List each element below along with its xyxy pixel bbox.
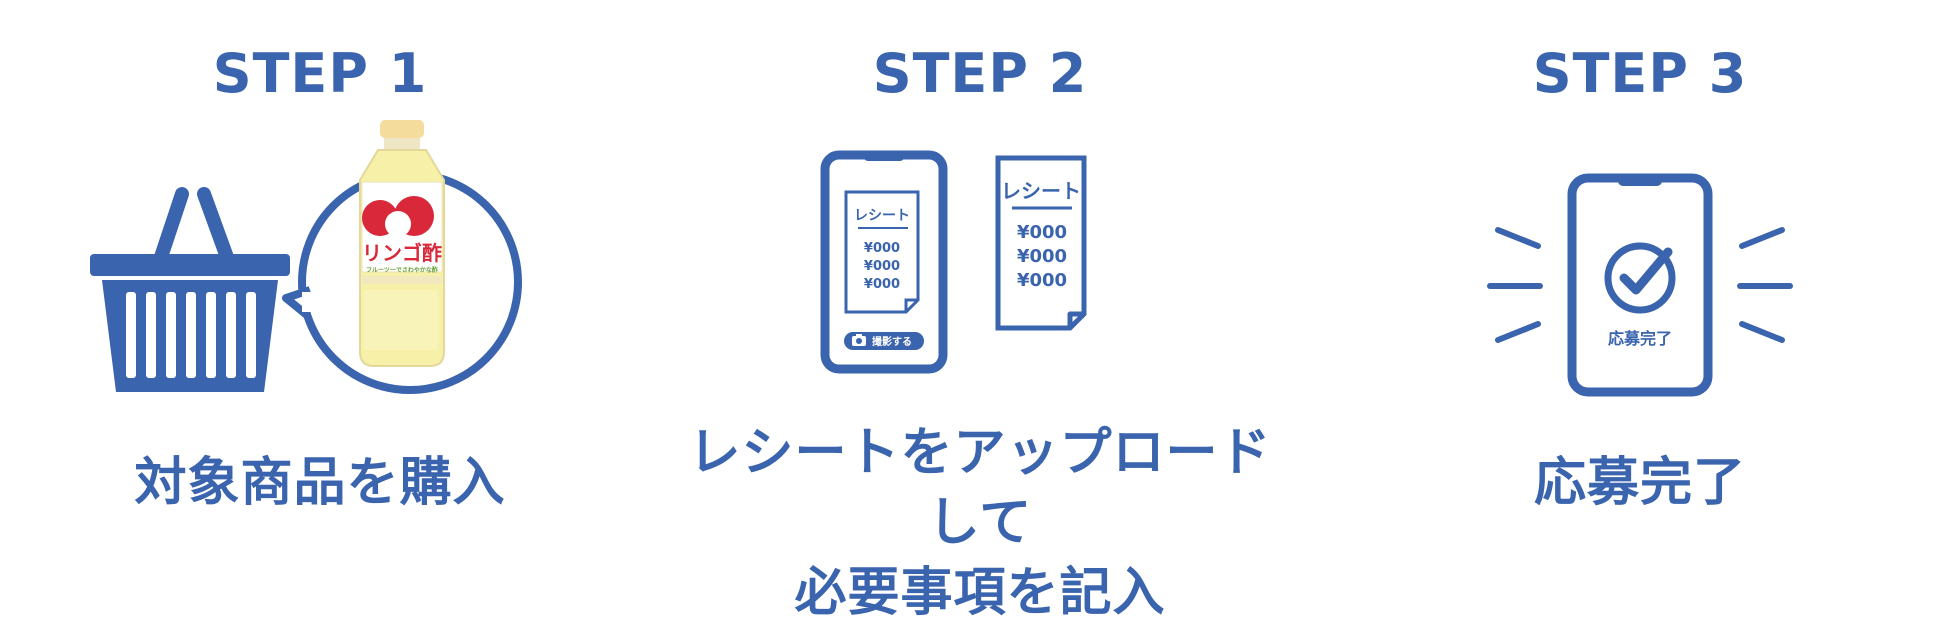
phone-receipt-title: レシート xyxy=(854,208,910,224)
step-1-title: STEP 1 xyxy=(212,42,428,105)
step-2-caption-line-2: 必要事項を記入 xyxy=(794,563,1166,623)
paper-receipt-amount: ¥000 xyxy=(1017,270,1067,291)
step-2-title: STEP 2 xyxy=(872,42,1088,105)
phone-receipt-amount: ¥000 xyxy=(864,241,900,256)
step-3-title: STEP 3 xyxy=(1532,42,1748,105)
phone-complete-label: 応募完了 xyxy=(1608,329,1672,348)
step-2: STEP 2 レシート ¥000 ¥000 ¥000 撮影する xyxy=(670,0,1290,624)
shopping-basket-icon xyxy=(90,187,290,392)
step-1-caption: 対象商品を購入 xyxy=(134,453,506,513)
vinegar-bottle-image: リンゴ酢 フルーツ一でさわやかな酢 xyxy=(359,120,445,367)
paper-receipt-amount: ¥000 xyxy=(1017,246,1067,267)
smartphone-icon: レシート ¥000 ¥000 ¥000 撮影する xyxy=(820,150,948,374)
checkmark-circle-icon xyxy=(1604,242,1676,314)
step-2-illustration: レシート ¥000 ¥000 ¥000 撮影する レシート ¥000 xyxy=(820,150,1087,374)
step-1-illustration: リンゴ酢 フルーツ一でさわやかな酢 xyxy=(90,120,522,394)
sparkle-lines-icon xyxy=(1487,227,1793,343)
camera-icon xyxy=(852,334,866,346)
phone-receipt-amount: ¥000 xyxy=(864,259,900,274)
paper-receipt-title: レシート xyxy=(1001,179,1081,203)
phone-receipt-amount: ¥000 xyxy=(864,277,900,292)
step-2-caption-line-1: レシートをアップロードして xyxy=(688,423,1272,553)
step-3-illustration: 応募完了 xyxy=(1487,173,1793,397)
step-2-caption: レシートをアップロードして 必要事項を記入 xyxy=(670,418,1290,628)
bottle-tagline-label: フルーツ一でさわやかな酢 xyxy=(366,266,438,274)
capture-button-label: 撮影する xyxy=(872,335,912,348)
step-1: STEP 1 xyxy=(60,0,580,588)
capture-button[interactable]: 撮影する xyxy=(844,332,924,350)
step-3: STEP 3 応募完了 応募完了 xyxy=(1400,0,1880,588)
paper-receipt-amount: ¥000 xyxy=(1017,222,1067,243)
step-3-caption: 応募完了 xyxy=(1533,453,1746,513)
bottle-brand-label: リンゴ酢 xyxy=(362,241,442,265)
receipt-icon[interactable]: レシート ¥000 ¥000 ¥000 xyxy=(995,155,1087,331)
